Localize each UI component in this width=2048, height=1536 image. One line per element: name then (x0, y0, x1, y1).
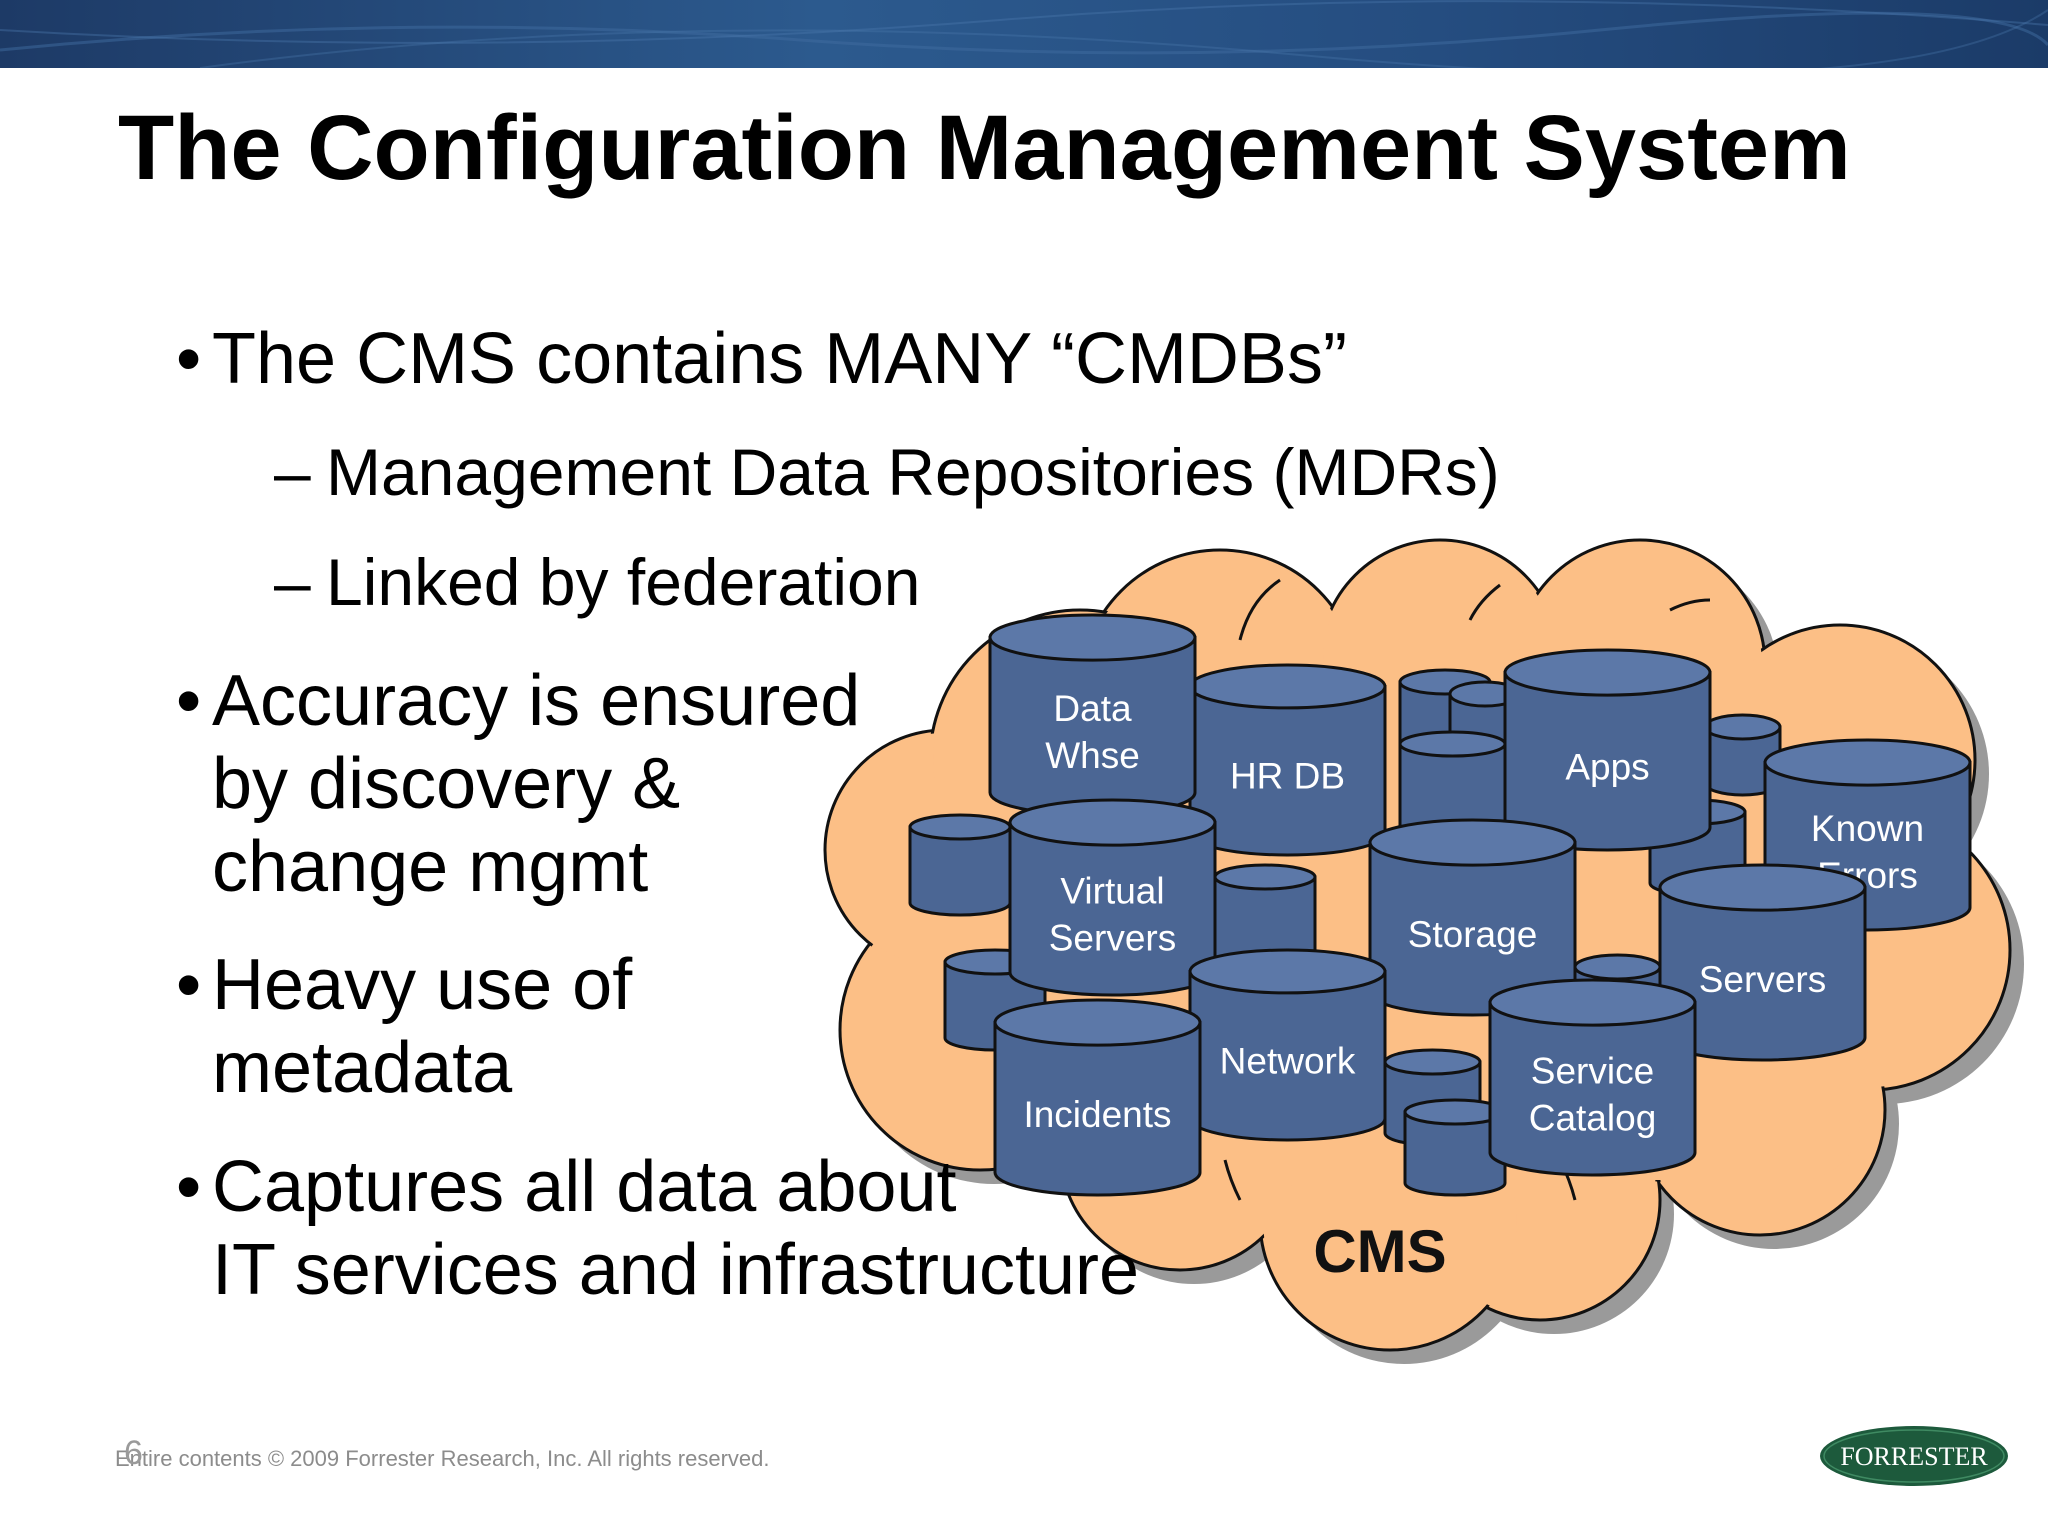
logo-text: FORRESTER (1840, 1442, 1988, 1471)
forrester-logo: FORRESTER (1820, 1426, 2008, 1486)
copyright-footer: Entire contents © 2009 Forrester Researc… (115, 1446, 770, 1471)
cylinder-label: Network (1220, 1041, 1356, 1082)
cylinder-label: Servers (1049, 917, 1176, 958)
cloud-label: CMS (1313, 1218, 1446, 1285)
cylinder-servers: Servers (1658, 863, 1867, 1062)
bullet-text: Heavy use of metadata (212, 944, 632, 1110)
bullet-mark: • (176, 1147, 202, 1227)
cylinder-label: Incidents (1023, 1094, 1171, 1135)
bullet-line: Captures all data about (212, 1147, 957, 1227)
cylinder-label: Catalog (1529, 1097, 1657, 1138)
bullet-text: Captures all data about IT services and … (212, 1146, 1139, 1312)
cylinder-label: Whse (1045, 735, 1140, 776)
subbullet-text: Linked by federation (326, 545, 921, 619)
bullet-line: Accuracy is ensured (212, 661, 861, 741)
bullet-line: IT services and infrastructure (212, 1230, 1140, 1310)
header-banner (0, 0, 2048, 68)
cylinder-label: Service (1531, 1050, 1654, 1091)
banner-pattern (0, 0, 2048, 68)
cylinder-label: Data (1053, 688, 1132, 729)
bullet-text: Accuracy is ensured by discovery & chang… (212, 660, 860, 909)
bullet-mark: • (176, 661, 202, 741)
sub-mark: – (274, 545, 311, 619)
bullet-line: change mgmt (212, 827, 649, 907)
subbullet-text: Management Data Repositories (MDRs) (326, 435, 1500, 509)
bullet-line: metadata (212, 1028, 513, 1108)
cylinder-label: Servers (1699, 959, 1826, 1000)
bullet-line: Heavy use of (212, 945, 633, 1025)
cylinder-network: Network (1188, 948, 1387, 1142)
cylinder-apps: Apps (1503, 648, 1712, 852)
page-number: 6 (124, 1434, 143, 1472)
cylinder-label: HR DB (1230, 756, 1345, 797)
cylinder-hr-db: HR DB (1188, 663, 1387, 857)
bullet-mark: • (176, 945, 202, 1025)
cylinder-label: Storage (1408, 914, 1538, 955)
cylinder-storage: Storage (1368, 818, 1577, 1017)
bullet-text: The CMS contains MANY “CMDBs” (212, 318, 1347, 401)
bullet-mark: • (176, 319, 202, 399)
cylinder-unlabeled (908, 813, 1012, 917)
sub-mark: – (274, 435, 311, 509)
bullet-line: by discovery & (212, 744, 681, 824)
slide-title: The Configuration Management System (118, 97, 1851, 199)
cylinder-unlabeled (1403, 1098, 1507, 1197)
cylinder-label: Virtual (1060, 870, 1164, 911)
cylinder-label: Apps (1565, 746, 1649, 787)
cylinder-label: Known (1811, 808, 1924, 849)
bullet-line: The CMS contains MANY “CMDBs” (212, 319, 1347, 399)
cylinder-incidents: Incidents (993, 998, 1202, 1197)
